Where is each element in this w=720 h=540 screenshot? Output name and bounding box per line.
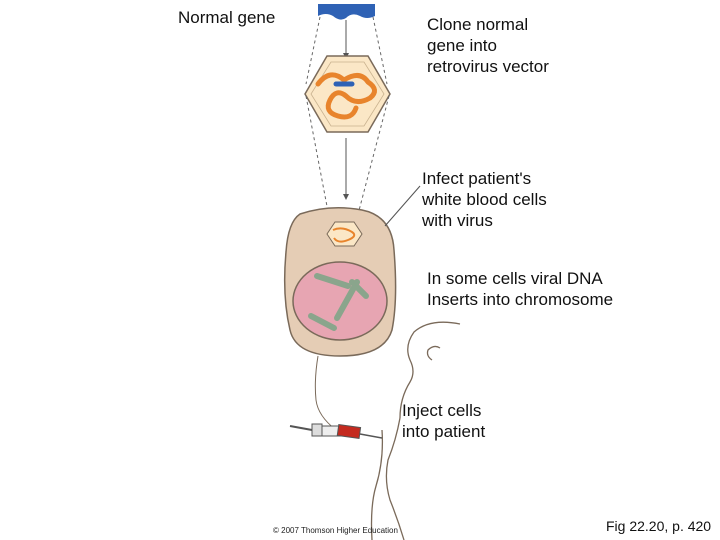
clone-step-label: Clone normal gene into retrovirus vector — [427, 15, 549, 76]
cell-transfer-line — [314, 355, 337, 431]
retrovirus-vector — [304, 55, 391, 133]
insert-step-label: In some cells viral DNA Inserts into chr… — [427, 269, 614, 309]
chromosomes — [308, 273, 369, 331]
normal-gene-dna — [318, 4, 375, 20]
figure-reference: Fig 22.20, p. 420 — [606, 518, 712, 534]
nucleus — [292, 261, 388, 341]
syringe-icon — [289, 423, 383, 440]
virus-in-cell — [326, 221, 363, 247]
patient-figure — [370, 321, 461, 540]
copyright-notice: © 2007 Thomson Higher Education — [273, 526, 398, 535]
normal-gene-label: Normal gene — [178, 8, 276, 27]
infect-step-label: Infect patient's white blood cells with … — [422, 169, 547, 230]
white-blood-cell — [283, 207, 397, 357]
inject-step-label: Inject cells into patient — [402, 401, 486, 441]
